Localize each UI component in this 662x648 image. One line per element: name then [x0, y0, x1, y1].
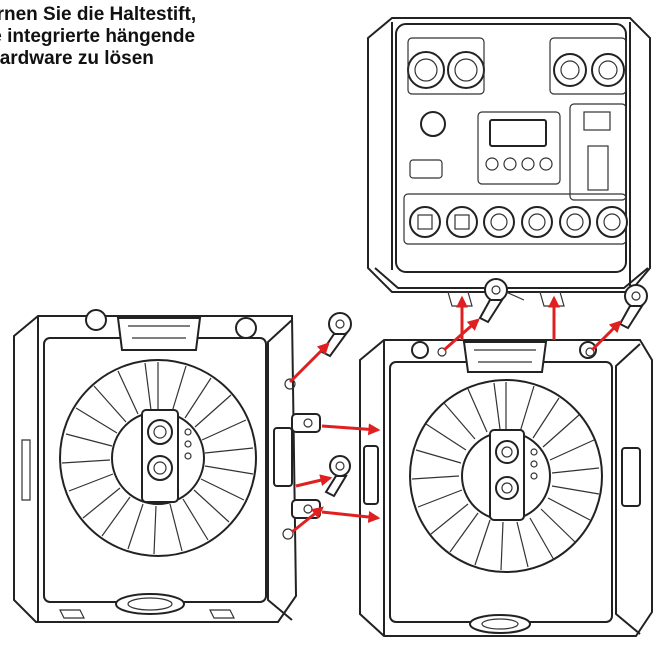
- left-fixture-unit: [13, 309, 298, 623]
- instruction-caption: ernen Sie die Haltestift, ie integrierte…: [0, 4, 306, 70]
- rear-panel-unit: [367, 17, 651, 307]
- dmx-connector-icon: [549, 37, 627, 95]
- caption-line-3: Hardware zu lösen: [0, 48, 154, 69]
- locking-pin-icon: [320, 312, 352, 358]
- caption-line-2: ie integrierte hängende: [0, 26, 196, 47]
- fuse-holder-icon: [420, 111, 446, 137]
- caption-line-1: ernen Sie die Haltestift,: [0, 4, 197, 25]
- heatsink-icon: [59, 359, 257, 557]
- right-fixture-unit: [359, 339, 653, 637]
- locking-pin-icon: [324, 455, 351, 498]
- slot-panel: [569, 103, 627, 201]
- connector-row: [403, 193, 628, 245]
- power-connector-icon: [407, 37, 485, 95]
- display-panel: [477, 111, 561, 185]
- assembly-arrows: [288, 295, 622, 534]
- usb-port-icon: [409, 159, 443, 179]
- locking-pin-icon: [478, 278, 525, 324]
- locking-pin-icon: [618, 284, 648, 330]
- heatsink-icon: [409, 379, 603, 573]
